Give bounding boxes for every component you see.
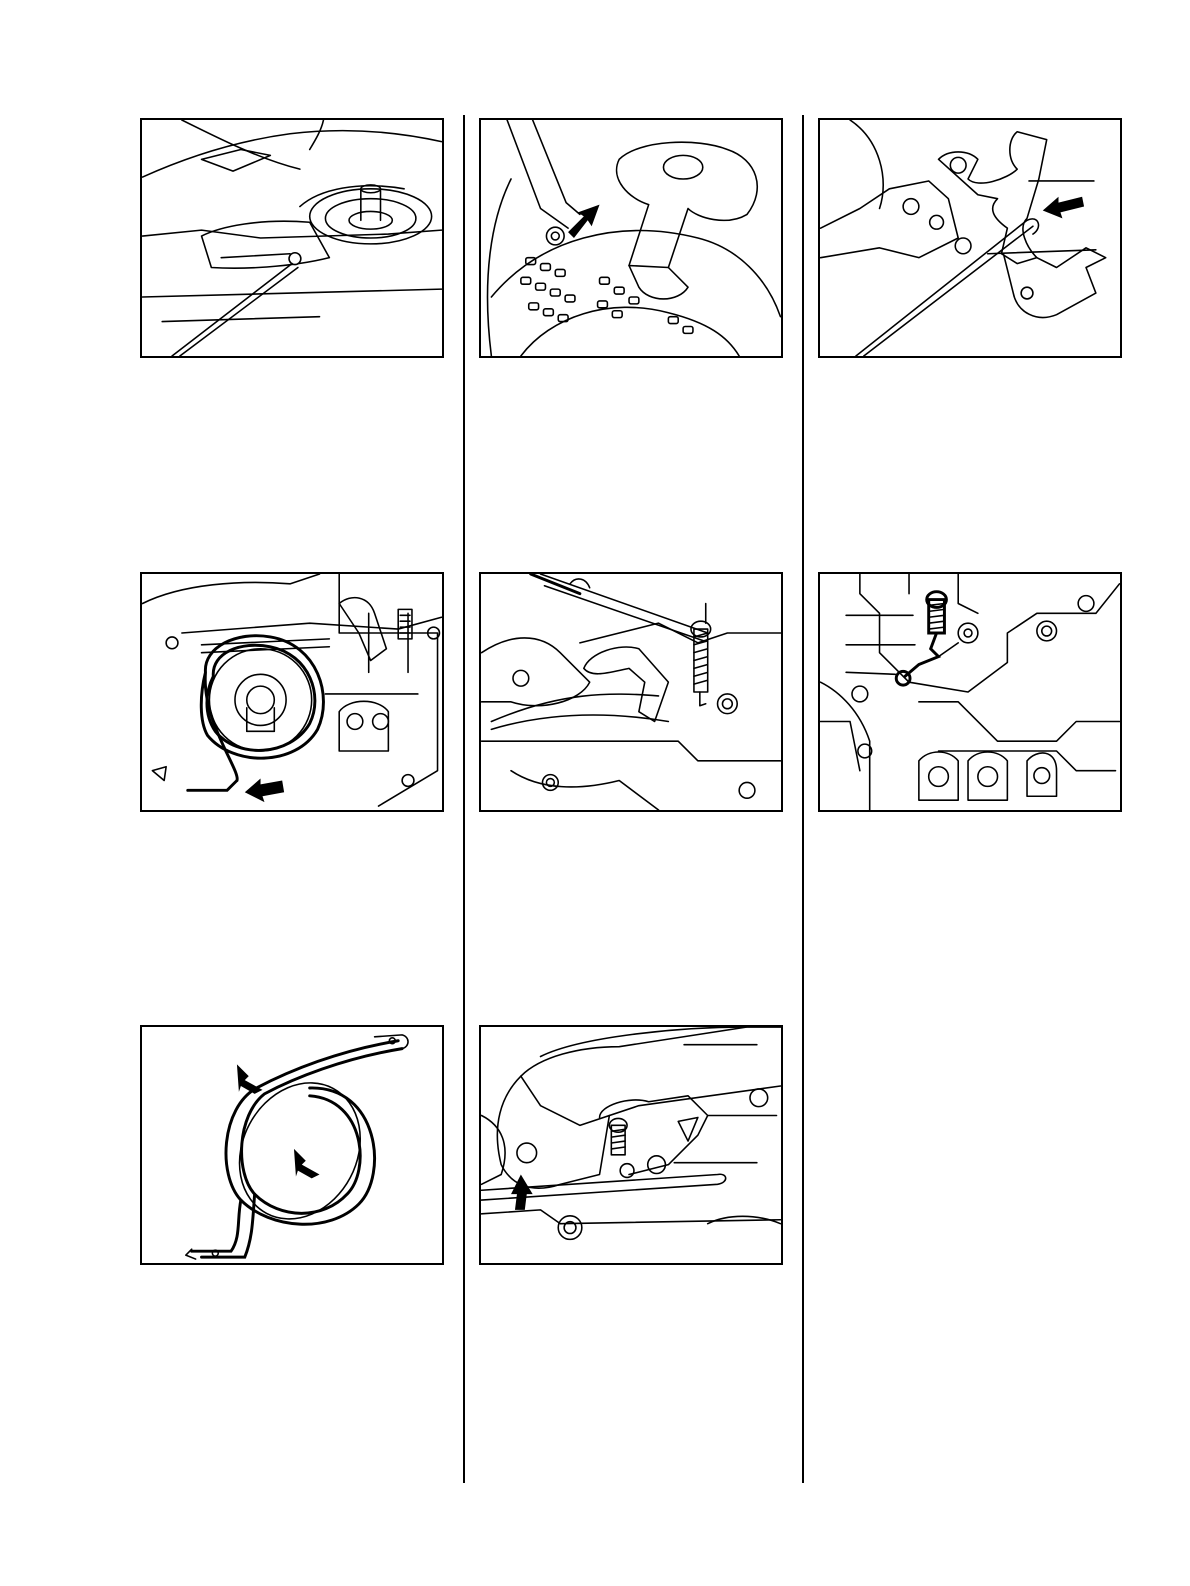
hand-guard-lever-illustration — [481, 1027, 781, 1263]
figure-brake-band-wear — [140, 1025, 444, 1265]
figure-spring-bell-crank — [818, 572, 1122, 812]
figure-tension-spring — [479, 572, 783, 812]
brake-band-wear-illustration — [142, 1027, 442, 1263]
return-spring — [609, 1118, 627, 1154]
figure-hand-guard-lever — [479, 1025, 783, 1265]
tension-spring — [691, 621, 711, 706]
vent-slots — [521, 258, 693, 334]
hand-guard-screw-illustration — [481, 120, 781, 356]
brake-band-screw-illustration — [142, 120, 442, 356]
arrow-icon — [245, 779, 284, 803]
figure-brake-band-screw — [140, 118, 444, 358]
arrow-icon — [237, 1064, 263, 1094]
spring-assembly — [896, 592, 958, 685]
figure-brake-band-drum — [140, 572, 444, 812]
arrow-icon — [1043, 197, 1084, 219]
arrow-icon — [568, 205, 599, 238]
arrow-icon — [294, 1149, 320, 1179]
bell-crank-rod-illustration — [820, 120, 1120, 356]
column-divider-left — [463, 115, 465, 1483]
figure-hand-guard-screw — [479, 118, 783, 358]
tension-spring-illustration — [481, 574, 781, 810]
spring-bell-crank-illustration — [820, 574, 1120, 810]
callout-line — [846, 672, 895, 674]
column-divider-right — [802, 115, 804, 1483]
figure-bell-crank-rod — [818, 118, 1122, 358]
brake-band-drum-illustration — [142, 574, 442, 810]
